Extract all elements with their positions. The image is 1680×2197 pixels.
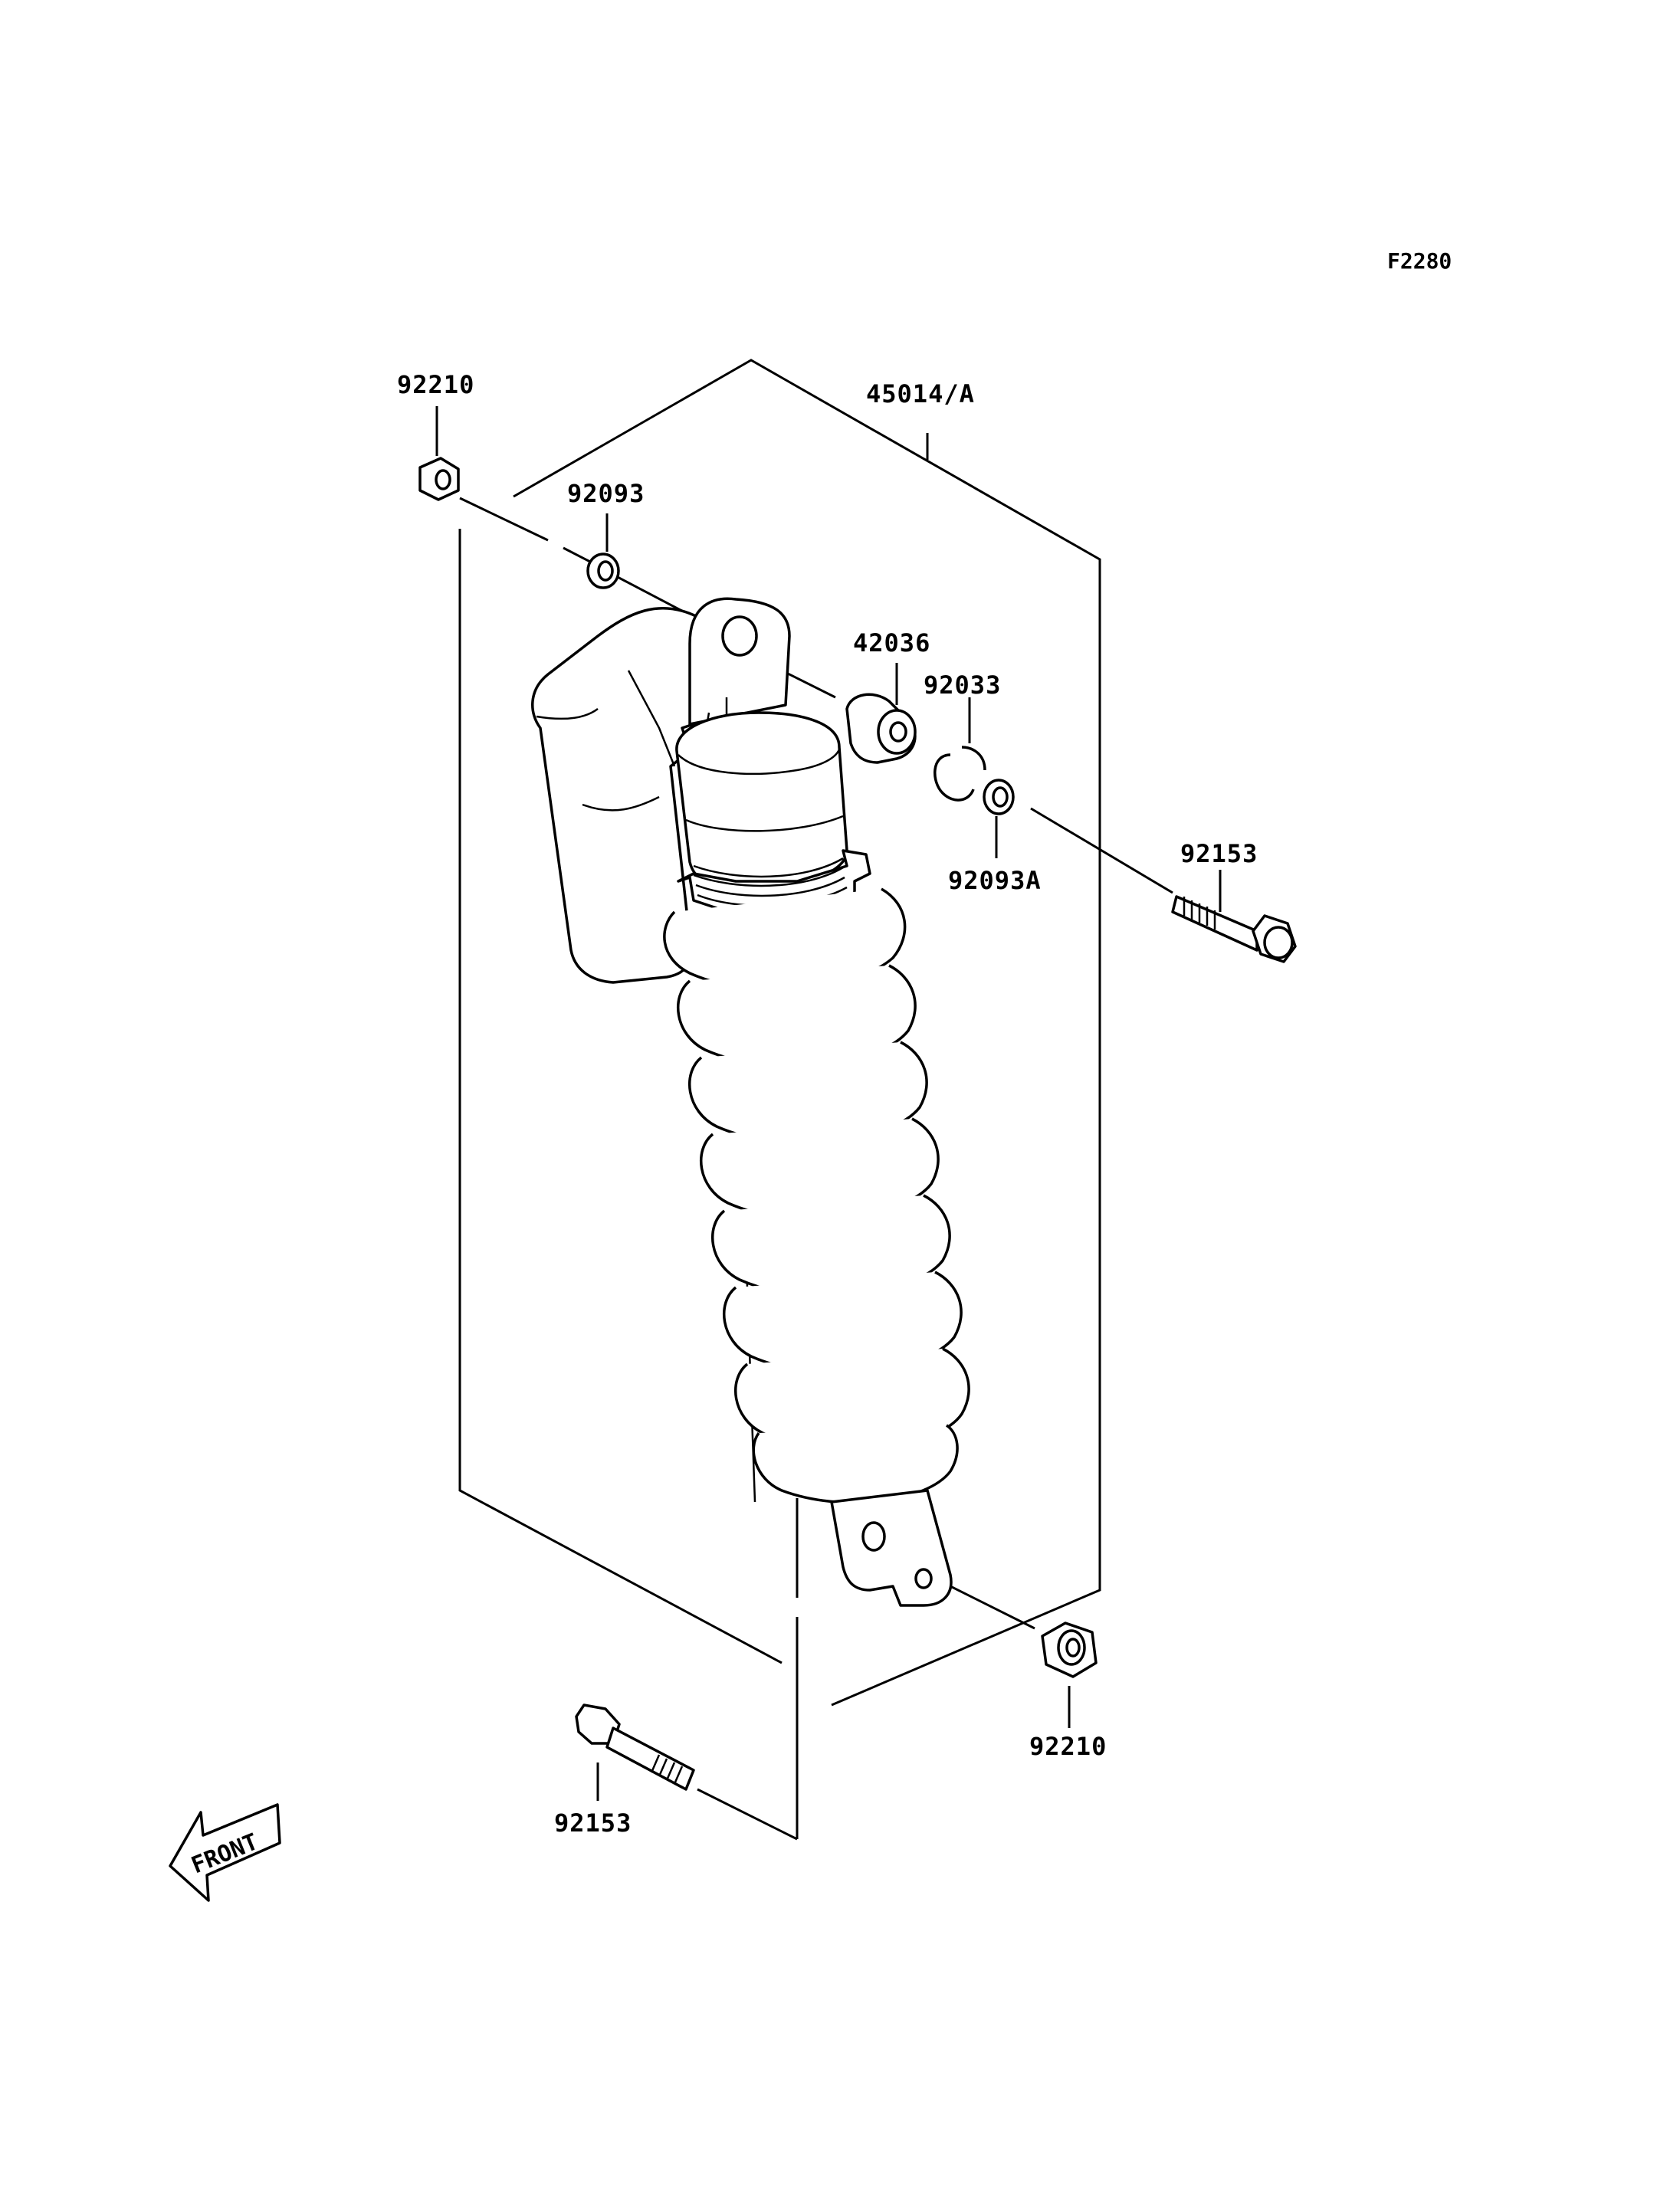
assembly-boundary	[458, 359, 1101, 1707]
label-bolt-top: 92153	[1180, 839, 1258, 868]
nut-top[interactable]	[418, 457, 460, 501]
washer-top[interactable]	[586, 553, 620, 589]
label-bushing: 42036	[853, 628, 930, 657]
bolt-top[interactable]	[1171, 895, 1297, 963]
leader-lines	[435, 406, 1222, 1801]
bushing[interactable]	[845, 693, 917, 764]
nut-bottom[interactable]	[1041, 1622, 1098, 1678]
diagram-code: F2280	[1387, 248, 1452, 274]
label-washer-right: 92093A	[948, 866, 1042, 895]
front-arrow-icon: FRONT	[169, 1803, 281, 1902]
label-assembly: 45014/A	[866, 379, 975, 408]
label-circlip: 92033	[924, 671, 1001, 700]
bolt-bottom[interactable]	[575, 1703, 695, 1791]
label-nut-bottom: 92210	[1029, 1732, 1107, 1761]
label-washer-top: 92093	[567, 479, 645, 508]
label-bolt-bottom: 92153	[554, 1808, 632, 1838]
shock-absorber[interactable]	[531, 597, 970, 1607]
label-nut-top: 92210	[397, 370, 474, 399]
washer-right[interactable]	[983, 779, 1015, 815]
circlip[interactable]	[934, 746, 986, 802]
